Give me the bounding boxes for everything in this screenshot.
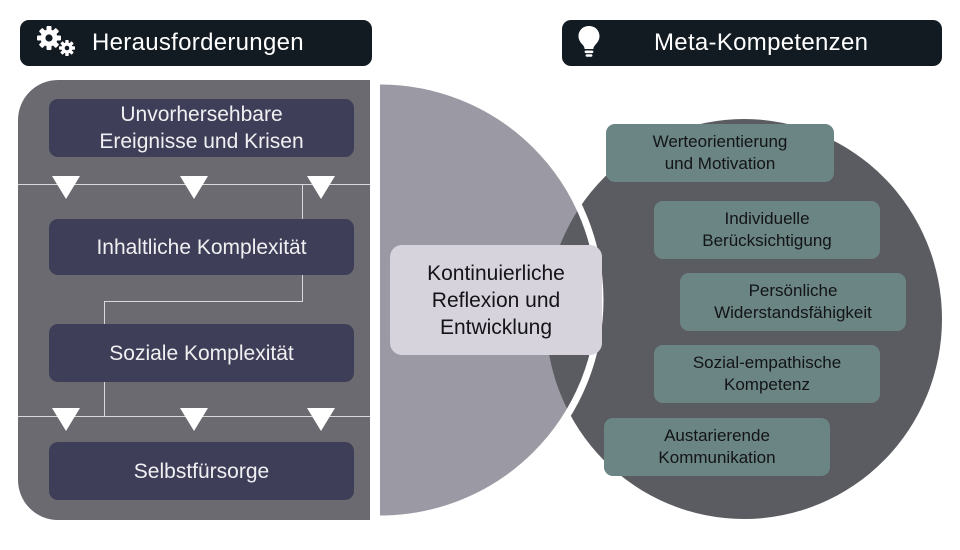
challenge-box-social-complexity: Soziale Komplexität (49, 324, 354, 382)
challenge-label: Soziale Komplexität (109, 341, 294, 365)
competency-box-values: Werteorientierung und Motivation (606, 124, 834, 182)
challenges-header: Herausforderungen (20, 20, 372, 66)
center-label: Kontinuierliche Reflexion und Entwicklun… (427, 261, 565, 339)
challenge-label: Selbstfürsorge (133, 459, 270, 483)
challenge-label: Unvorhersehbare Ereignisse und Krisen (99, 103, 304, 153)
competency-label: Sozial-empathische Kompetenz (692, 353, 842, 394)
competency-box-empathy: Sozial-empathische Kompetenz (654, 345, 880, 403)
challenges-panel: Unvorhersehbare Ereignisse und Krisen In… (18, 80, 370, 520)
connector-line (104, 301, 303, 302)
competency-label: Persönliche Widerstandsfähigkeit (714, 281, 872, 322)
competency-label: Austarierende Kommunikation (658, 426, 776, 467)
challenge-label: Inhaltliche Komplexität (96, 235, 307, 259)
center-box: Kontinuierliche Reflexion und Entwicklun… (390, 245, 602, 355)
down-arrow-icon (307, 176, 335, 199)
lightbulb-icon (576, 24, 602, 63)
down-arrow-icon (180, 408, 208, 431)
competencies-title: Meta-Kompetenzen (654, 29, 869, 56)
competency-box-resilience: Persönliche Widerstandsfähigkeit (680, 273, 906, 331)
down-arrow-icon (180, 176, 208, 199)
down-arrow-icon (52, 176, 80, 199)
competency-box-individual: Individuelle Berücksichtigung (654, 201, 880, 259)
competency-box-communication: Austarierende Kommunikation (604, 418, 830, 476)
challenge-box-crises: Unvorhersehbare Ereignisse und Krisen (49, 99, 354, 157)
competencies-header: Meta-Kompetenzen (562, 20, 942, 66)
down-arrow-icon (307, 408, 335, 431)
gears-icon (34, 24, 78, 63)
challenge-box-content-complexity: Inhaltliche Komplexität (49, 219, 354, 275)
down-arrow-icon (52, 408, 80, 431)
competency-label: Individuelle Berücksichtigung (702, 209, 832, 250)
competency-label: Werteorientierung und Motivation (652, 132, 788, 173)
challenges-title: Herausforderungen (92, 29, 304, 56)
challenge-box-self-care: Selbstfürsorge (49, 442, 354, 500)
